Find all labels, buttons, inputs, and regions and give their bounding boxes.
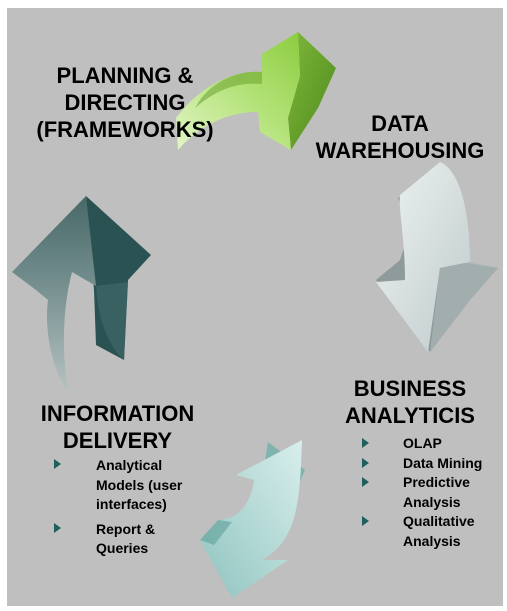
delivery-title-line1: INFORMATION: [40, 401, 195, 426]
bullet-marker-icon: [362, 457, 369, 468]
delivery-bullet-text: Models (user: [96, 476, 183, 493]
bottom-arrow-front: [200, 440, 302, 598]
analytics-bullet-text: Analysis: [403, 493, 461, 510]
planning-title-line3: (FRAMEWORKS): [36, 117, 214, 142]
bullet-marker-icon: [362, 477, 369, 487]
planning-title: PLANNING & DIRECTING (FRAMEWORKS): [30, 62, 220, 143]
arrow-warehousing-to-analytics: [376, 162, 498, 352]
right-arrow-highlight: [430, 262, 498, 352]
analytics-title: BUSINESS ANALYTICIS: [320, 375, 500, 429]
delivery-bullet-item: Analytical Models (user interfaces): [52, 456, 182, 515]
top-arrow-shadow: [195, 71, 262, 108]
delivery-bullet-list: Analytical Models (user interfaces) Repo…: [52, 456, 182, 564]
analytics-bullet-item: Qualitative Analysis: [358, 512, 482, 551]
delivery-title-line2: DELIVERY: [62, 428, 173, 453]
analytics-bullet-item: OLAP: [358, 434, 482, 454]
delivery-bullet-item: Report & Queries: [52, 520, 182, 559]
bullet-marker-icon: [54, 522, 61, 533]
planning-title-line1: PLANNING &: [56, 63, 194, 88]
bullet-marker-icon: [362, 438, 369, 448]
delivery-bullet-text: Analytical: [96, 457, 163, 473]
delivery-bullet-text: interfaces): [96, 496, 167, 512]
warehousing-title-line2: WAREHOUSING: [315, 138, 485, 163]
planning-title-line2: DIRECTING: [64, 90, 186, 115]
analytics-title-line2: ANALYTICIS: [345, 403, 475, 428]
top-arrow-side: [288, 32, 336, 150]
bullet-marker-icon: [54, 459, 61, 469]
delivery-title: INFORMATION DELIVERY: [25, 400, 210, 454]
arrow-planning-to-warehousing: [176, 32, 336, 150]
delivery-bullet-text: Report &: [96, 520, 156, 537]
right-arrow-front: [376, 162, 470, 352]
top-arrow-front: [176, 32, 300, 150]
left-arrow-front: [12, 196, 96, 392]
arrow-delivery-to-planning: [12, 196, 151, 392]
analytics-bullet-list: OLAP Data Mining Predictive Analysis Qua…: [358, 434, 482, 551]
analytics-bullet-text: Predictive: [403, 474, 470, 490]
analytics-title-line1: BUSINESS: [353, 376, 467, 401]
bottom-arrow-shade: [200, 520, 232, 545]
analytics-bullet-text: Analysis: [403, 532, 461, 549]
warehousing-title: DATA WAREHOUSING: [300, 110, 500, 164]
bullet-marker-icon: [362, 516, 369, 526]
arrow-analytics-to-delivery: [200, 440, 305, 598]
analytics-bullet-item: Predictive Analysis: [358, 473, 482, 512]
analytics-bullet-text: OLAP: [403, 435, 442, 451]
warehousing-title-line1: DATA: [371, 111, 429, 136]
analytics-bullet-text: Qualitative: [403, 513, 475, 529]
delivery-bullet-text: Queries: [96, 540, 149, 556]
left-arrow-underside: [96, 282, 128, 360]
analytics-bullet-text: Data Mining: [403, 454, 483, 471]
analytics-bullet-item: Data Mining: [358, 454, 482, 474]
